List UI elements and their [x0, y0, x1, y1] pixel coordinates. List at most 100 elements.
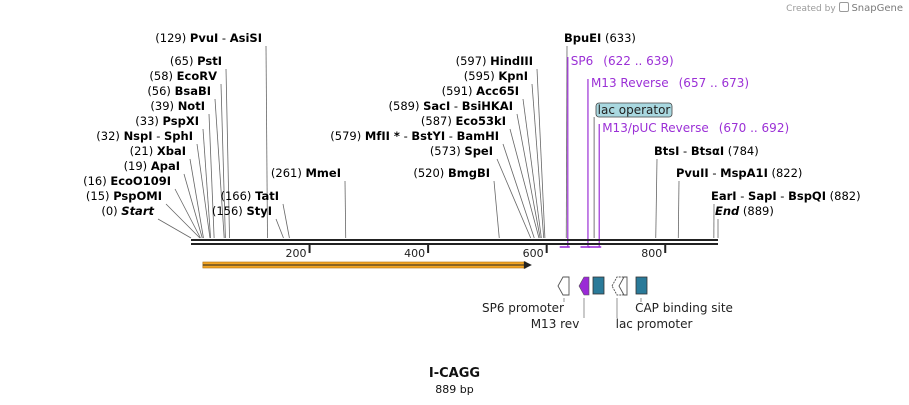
site-label: (166) TatI — [221, 189, 280, 203]
site-position: (587) — [421, 114, 456, 128]
restriction-site[interactable]: (166) TatI — [221, 189, 290, 239]
restriction-site[interactable]: (587) Eco53kI — [421, 114, 540, 239]
enzyme-name: BstYI — [411, 129, 445, 143]
enzyme-name: BtsαI — [691, 144, 724, 158]
restriction-site[interactable]: (579) MfII * - BstYI - BamHI — [330, 129, 535, 239]
site-position: (573) — [430, 144, 465, 158]
site-position: (19) — [124, 159, 151, 173]
primer-annotations: SP6(622 .. 639)M13 Reverse(657 .. 673) M1… — [559, 54, 789, 248]
primer-annotation[interactable]: M13 Reverse(657 .. 673) — [580, 76, 749, 248]
restriction-site[interactable]: (129) PvuI - AsiSI — [155, 31, 268, 239]
feature-box-icon — [592, 276, 605, 295]
site-label: (520) BmgBI — [413, 166, 490, 180]
primer-label: M13 Reverse(657 .. 673) — [591, 76, 749, 90]
enzyme-name: BspQI — [788, 189, 826, 203]
site-leader-line — [677, 180, 680, 239]
restriction-site[interactable]: (16) EcoO109I — [83, 174, 201, 239]
restriction-site[interactable]: BtsI - BtsαI (784) — [654, 144, 759, 239]
restriction-site[interactable]: (591) Acc65I — [442, 84, 542, 239]
enzyme-name: SpeI — [464, 144, 493, 158]
enzyme-name: XbaI — [157, 144, 186, 158]
restriction-site[interactable]: BpuEI (633) — [564, 31, 636, 239]
site-label: (597) HindIII — [456, 54, 533, 68]
enzyme-name: EarI — [711, 189, 737, 203]
lac-operator-tag[interactable]: lac operator — [593, 102, 673, 238]
feature-label: lac promoter — [616, 317, 693, 331]
restriction-sites: (129) PvuI - AsiSI(65) PstI(58) EcoRV(56… — [83, 31, 861, 239]
enzyme-name: SacI — [423, 99, 450, 113]
site-position: (595) — [464, 69, 499, 83]
site-position: (0) — [101, 204, 121, 218]
restriction-site[interactable]: (21) XbaI — [130, 144, 204, 239]
restriction-site[interactable]: (520) BmgBI — [413, 166, 500, 239]
site-label: (21) XbaI — [130, 144, 186, 158]
enzyme-name: Eco53kI — [455, 114, 506, 128]
enzyme-name: Start — [121, 204, 154, 218]
enzyme-name: BpuEI — [564, 31, 601, 45]
snapgene-logo-icon — [838, 2, 849, 12]
site-position: (589) — [389, 99, 424, 113]
enzyme-name: EcoRV — [177, 69, 217, 83]
restriction-site[interactable]: (589) SacI - BsiHKAI — [389, 99, 541, 239]
enzyme-name: PspXI — [163, 114, 199, 128]
restriction-site[interactable]: (573) SpeI — [430, 144, 532, 239]
restriction-site[interactable]: (595) KpnI — [464, 69, 545, 239]
feature-arrow[interactable] — [202, 261, 532, 269]
enzyme-name: StyI — [246, 204, 272, 218]
restriction-site[interactable]: (65) PstI — [170, 54, 230, 239]
feature-glyph[interactable]: CAP binding site — [635, 276, 733, 315]
primer-name: SP6 — [571, 54, 594, 68]
site-leader-line — [493, 180, 500, 239]
restriction-site[interactable]: (39) NotI — [150, 99, 215, 239]
feature-box-icon — [635, 276, 648, 295]
restriction-site[interactable]: (0) Start — [101, 204, 192, 239]
site-position: (15) — [86, 189, 113, 203]
primer-name: M13/pUC Reverse — [602, 121, 709, 135]
site-leader-line — [208, 113, 215, 239]
enzyme-name: BmgBI — [448, 166, 490, 180]
feature-glyph[interactable] — [592, 276, 605, 295]
restriction-site[interactable]: (56) BsaBI — [147, 84, 225, 239]
site-separator: - — [709, 166, 720, 180]
restriction-site[interactable]: (597) HindIII — [456, 54, 546, 239]
site-position: (261) — [271, 166, 306, 180]
site-leader-line — [344, 180, 347, 239]
enzyme-name: MspA1I — [720, 166, 768, 180]
feature-glyph[interactable]: SP6 promoter — [482, 276, 570, 315]
enzyme-name: PvuI — [190, 31, 218, 45]
restriction-site[interactable]: (15) PspOMI — [86, 189, 201, 239]
feature-glyph[interactable]: lac promoter — [611, 276, 693, 331]
primer-annotation[interactable]: M13/pUC Reverse(670 .. 692) — [588, 121, 789, 248]
site-leader-line — [165, 203, 201, 239]
restriction-site[interactable]: PvuII - MspA1I (822) — [676, 166, 802, 239]
primer-annotation[interactable]: SP6(622 .. 639) — [559, 54, 674, 248]
promoter-arrow-icon — [618, 276, 628, 296]
site-label: PvuII - MspA1I (822) — [676, 166, 802, 180]
site-leader-line — [189, 158, 204, 239]
site-leader-line — [275, 218, 284, 239]
restriction-site[interactable]: (58) EcoRV — [149, 69, 226, 239]
ruler-tick-label: 600 — [523, 247, 544, 260]
restriction-site[interactable]: (33) PspXI — [135, 114, 211, 239]
site-label: (33) PspXI — [135, 114, 199, 128]
site-leader-line — [196, 143, 211, 239]
restriction-site[interactable]: (261) MmeI — [271, 166, 347, 239]
enzyme-name: HindIII — [490, 54, 533, 68]
restriction-site[interactable]: End (889) — [715, 204, 774, 238]
restriction-site[interactable]: (19) ApaI — [124, 159, 203, 239]
site-leader-line — [516, 113, 541, 239]
ruler-tick-label: 800 — [641, 247, 662, 260]
site-label: (32) NspI - SphI — [96, 129, 193, 143]
feature-glyph[interactable]: M13 rev — [531, 276, 590, 331]
restriction-site[interactable]: EarI - SapI - BspQI (882) — [711, 189, 861, 239]
enzyme-name: Acc65I — [476, 84, 519, 98]
site-position: (16) — [83, 174, 110, 188]
lac-operator-box — [595, 102, 673, 118]
site-leader-line — [220, 83, 226, 239]
enzyme-name: NotI — [178, 99, 205, 113]
restriction-site[interactable]: (156) StyI — [212, 204, 284, 239]
restriction-site[interactable]: (32) NspI - SphI — [96, 129, 211, 239]
site-label: (573) SpeI — [430, 144, 493, 158]
feature-label: CAP binding site — [635, 301, 733, 315]
